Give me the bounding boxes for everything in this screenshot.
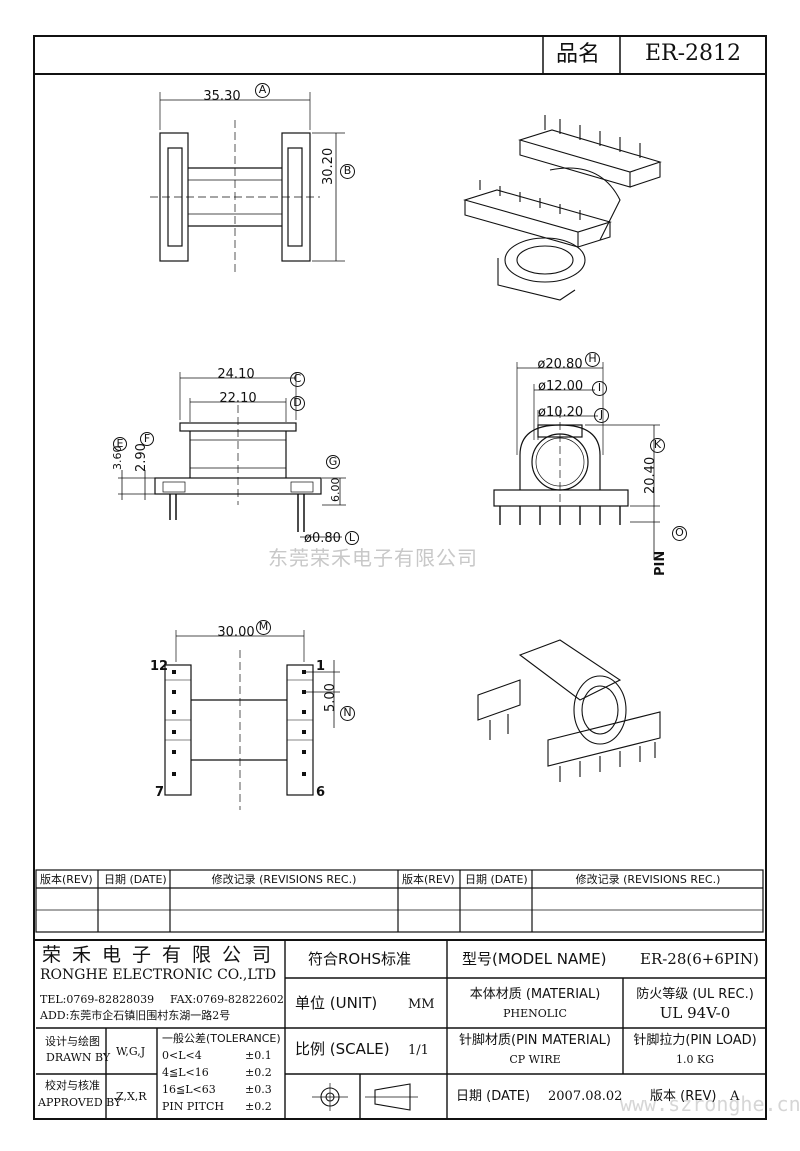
product-label: 品名 <box>556 42 601 67</box>
tolerance-title: 一般公差(TOLERANCE) <box>162 1032 281 1045</box>
dim-i-letter: I <box>592 381 607 396</box>
dim-e-letter: E <box>113 437 127 451</box>
pin-6-label: 6 <box>316 785 326 800</box>
company-address: ADD:东莞市企石镇旧围村东湖一路2号 <box>40 1009 231 1022</box>
drawn-by-label: DRAWN BY <box>46 1051 111 1064</box>
pin-12-label: 12 <box>150 659 169 674</box>
dim-i-value: ø12.00 <box>538 379 584 394</box>
company-tel: TEL:0769-82828039 <box>40 993 155 1006</box>
rec-header-2: 修改记录 (REVISIONS REC.) <box>575 873 721 886</box>
tol-range-3: 16≦L<63 <box>162 1083 216 1096</box>
pin-material-label: 针脚材质(PIN MATERIAL) <box>459 1033 611 1048</box>
dim-n-letter: N <box>340 706 355 721</box>
dim-m-letter: M <box>256 620 271 635</box>
top-view <box>150 92 345 275</box>
rev-value: A <box>730 1089 740 1104</box>
dim-f-value: 2.90 <box>134 443 149 472</box>
projection-symbol <box>312 1083 418 1111</box>
pin-load-value: 1.0 KG <box>676 1053 714 1066</box>
dim-g-letter: G <box>326 455 340 469</box>
rev-label: 版本 (REV) <box>650 1089 717 1104</box>
isometric-view-top <box>463 115 662 301</box>
tol-value-1: ±0.1 <box>245 1049 272 1062</box>
dim-a-value: 35.30 <box>203 89 241 104</box>
fire-rating-label: 防火等级 (UL REC.) <box>636 987 754 1002</box>
dim-m-value: 30.00 <box>217 625 255 640</box>
tol-value-2: ±0.2 <box>245 1066 272 1079</box>
dim-o-value: PIN <box>653 550 668 576</box>
rev-header-2: 版本(REV) <box>402 873 455 886</box>
scale-label: 比例 (SCALE) <box>295 1040 390 1058</box>
material-label: 本体材质 (MATERIAL) <box>469 987 601 1002</box>
dim-k-letter: K <box>650 438 665 453</box>
approved-by-value: Z,X,R <box>116 1090 147 1103</box>
tol-range-1: 0<L<4 <box>162 1049 202 1062</box>
revision-table-lines <box>35 869 764 933</box>
watermark-url: www.szronghe.cn <box>620 1092 800 1116</box>
dim-l-value: ø0.80 <box>304 531 341 546</box>
dim-c-value: 24.10 <box>217 367 255 382</box>
date-header-1: 日期 (DATE) <box>104 873 167 886</box>
isometric-view-bottom <box>477 639 661 782</box>
date-label: 日期 (DATE) <box>456 1089 531 1104</box>
date-value: 2007.08.02 <box>548 1089 623 1104</box>
dim-l-letter: L <box>345 531 359 545</box>
drawn-by-value: W,G,J <box>116 1045 146 1058</box>
title-block-lines <box>33 939 767 1120</box>
design-label: 设计与绘图 <box>45 1035 100 1048</box>
dim-b-value: 30.20 <box>321 147 336 185</box>
model-label: 型号(MODEL NAME) <box>462 950 607 968</box>
dim-b-letter: B <box>340 164 355 179</box>
dim-h-letter: H <box>585 352 600 367</box>
tol-range-4: PIN PITCH <box>162 1100 224 1113</box>
rohs-label: 符合ROHS标准 <box>308 950 412 968</box>
dim-d-value: 22.10 <box>219 391 257 406</box>
company-fax: FAX:0769-82822602 <box>170 993 284 1006</box>
dim-h-value: ø20.80 <box>537 357 583 372</box>
tol-value-4: ±0.2 <box>245 1100 272 1113</box>
watermark-company: 东莞荣禾电子有限公司 <box>268 546 478 570</box>
model-value: ER-28(6+6PIN) <box>640 950 759 968</box>
fire-rating-value: UL 94V-0 <box>659 1004 731 1022</box>
product-value: ER-2812 <box>645 41 742 66</box>
dim-c-letter: C <box>290 372 305 387</box>
dim-d-letter: D <box>290 396 305 411</box>
pin-material-value: CP WIRE <box>509 1053 561 1066</box>
tol-range-2: 4≦L<16 <box>162 1066 209 1079</box>
dim-j-letter: J <box>594 408 609 423</box>
dim-j-value: ø10.20 <box>538 405 584 420</box>
dim-o-letter: O <box>672 526 687 541</box>
material-value: PHENOLIC <box>503 1007 567 1020</box>
company-name-cn: 荣禾电子有限公司 <box>42 944 283 966</box>
dim-n-value: 5.00 <box>323 683 338 712</box>
pin-1-label: 1 <box>316 659 326 674</box>
check-label: 校对与核准 <box>45 1079 100 1092</box>
tol-value-3: ±0.3 <box>245 1083 272 1096</box>
dim-g-value: 6.00 <box>329 477 342 503</box>
bottom-view <box>164 630 340 810</box>
company-name-en: RONGHE ELECTRONIC CO.,LTD <box>40 967 277 983</box>
drawing-frame <box>33 35 767 1120</box>
rec-header-1: 修改记录 (REVISIONS REC.) <box>211 873 357 886</box>
approved-by-label: APPROVED BY <box>38 1096 122 1109</box>
rev-header-1: 版本(REV) <box>40 873 93 886</box>
unit-value: MM <box>408 997 435 1012</box>
side-view <box>118 372 346 538</box>
pin-load-label: 针脚拉力(PIN LOAD) <box>633 1033 757 1048</box>
dim-a-letter: A <box>255 83 270 98</box>
date-header-2: 日期 (DATE) <box>465 873 528 886</box>
pin-7-label: 7 <box>155 785 165 800</box>
scale-value: 1/1 <box>408 1043 429 1058</box>
dim-k-value: 20.40 <box>643 456 658 494</box>
unit-label: 单位 (UNIT) <box>295 994 378 1012</box>
dim-f-letter: F <box>140 432 154 446</box>
